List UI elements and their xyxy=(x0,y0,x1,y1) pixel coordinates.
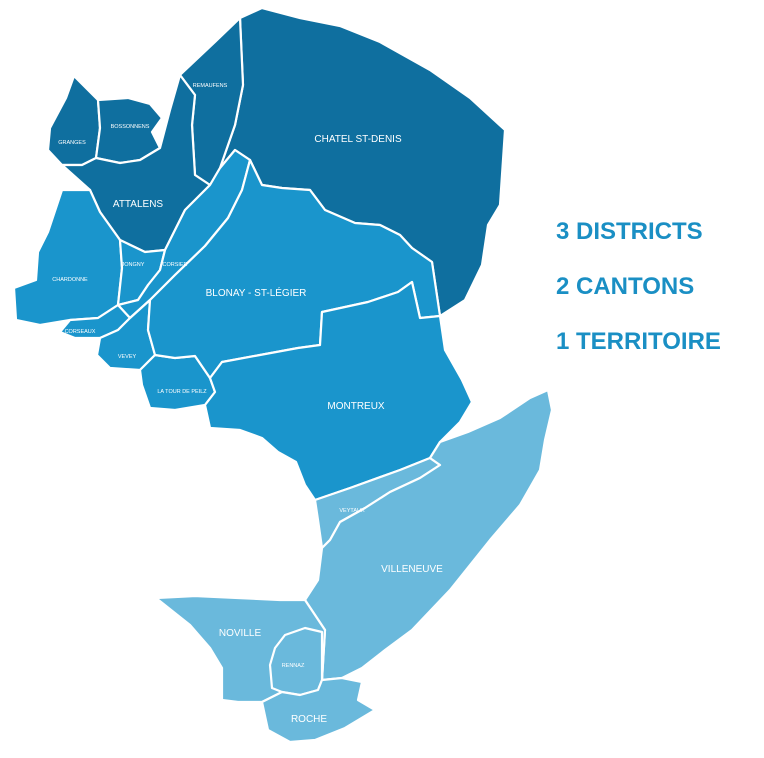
label-jongny: JONGNY xyxy=(122,262,145,268)
stat-cantons: 2 CANTONS xyxy=(556,273,695,300)
label-vevey: VEVEY xyxy=(118,354,137,360)
label-rennaz: RENNAZ xyxy=(282,663,305,669)
label-chardonne: CHARDONNE xyxy=(52,277,88,283)
label-granges: GRANGES xyxy=(58,140,86,146)
region-roche[interactable] xyxy=(260,676,377,744)
region-villeneuve[interactable] xyxy=(303,388,554,682)
label-remaufens: REMAUFENS xyxy=(193,83,228,89)
label-montreux: MONTREUX xyxy=(327,401,385,412)
label-chatel-st-denis: CHATEL ST-DENIS xyxy=(314,134,402,145)
label-veytaux: VEYTAUX xyxy=(339,508,365,514)
region-montreux[interactable] xyxy=(203,280,474,502)
label-blonay-st-legier: BLONAY - ST-LÉGIER xyxy=(206,286,307,299)
label-bossonnens: BOSSONNENS xyxy=(111,124,150,130)
region-granges[interactable] xyxy=(46,74,102,167)
label-roche: ROCHE xyxy=(291,714,327,725)
stats-panel: 3 DISTRICTS 2 CANTONS 1 TERRITOIRE xyxy=(556,218,761,383)
label-la-tour-de-peilz: LA TOUR DE PEILZ xyxy=(157,389,207,395)
stat-territoire: 1 TERRITOIRE xyxy=(556,328,721,355)
label-corsier: CORSIER xyxy=(162,262,187,268)
label-attalens: ATTALENS xyxy=(113,199,164,210)
label-noville: NOVILLE xyxy=(219,628,262,639)
stat-districts: 3 DISTRICTS xyxy=(556,218,703,245)
label-villeneuve: VILLENEUVE xyxy=(381,564,443,575)
label-corseaux: CORSEAUX xyxy=(65,329,96,335)
